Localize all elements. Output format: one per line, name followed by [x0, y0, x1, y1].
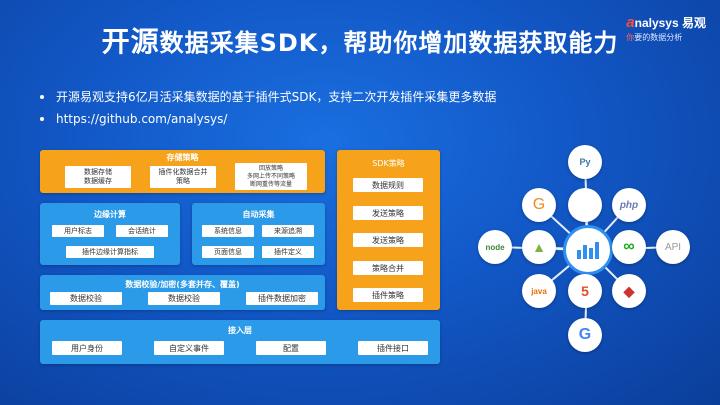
sdk-chip: 策略合并: [353, 261, 423, 275]
python-icon: Py: [568, 145, 602, 179]
slide-title: 开源数据采集SDK，帮助你增加数据获取能力: [0, 20, 720, 60]
access-chip: 插件接口: [358, 341, 428, 355]
google-icon: G: [568, 318, 602, 352]
miniapp-icon: ∞: [612, 230, 646, 264]
ruby-icon: ◆: [612, 274, 646, 308]
sdk-chip: 发送策略: [353, 206, 423, 220]
sdk-chip: 数据规则: [353, 178, 423, 192]
bullet-dot: [40, 95, 44, 99]
bullet-item: 开源易观支持6亿月活采集数据的基于插件式SDK，支持二次开发插件采集更多数据: [40, 86, 496, 108]
java-icon: java: [522, 274, 556, 308]
api-icon: API: [656, 230, 690, 264]
apple-icon: [568, 188, 602, 222]
title-prefix: 开源: [101, 25, 160, 58]
access-chip: 配置: [256, 341, 326, 355]
html5-icon: 5: [568, 274, 602, 308]
data-check-title: 数据校验/加密(多套并存、覆盖): [125, 280, 240, 289]
check-chip: 插件数据加密: [246, 292, 318, 305]
sdk-chip: 插件策略: [353, 288, 423, 302]
check-chip: 数据校验: [50, 292, 122, 305]
sdk-strategy-band: SDK策略 数据规则 发送策略 发送策略 策略合并 插件策略: [337, 150, 440, 310]
g-ring-icon: G: [522, 188, 556, 222]
auto-chip: 插件定义: [262, 246, 314, 258]
access-layer-band: 接入层 用户身份 自定义事件 配置 插件接口: [40, 320, 440, 364]
node-icon: node: [478, 230, 512, 264]
access-chip: 用户身份: [52, 341, 122, 355]
access-chip: 自定义事件: [154, 341, 224, 355]
edge-compute-title: 边缘计算: [94, 210, 126, 219]
analysys-hub-icon: [563, 225, 613, 275]
edge-compute-band: 边缘计算 用户标志 会话统计 插件边缘计算指标: [40, 203, 180, 265]
bar-chart-icon: [577, 242, 599, 259]
edge-chip: 会话统计: [116, 225, 168, 237]
storage-chip: 插件化数据合并 策略: [150, 166, 216, 188]
brand-tagline: 你要的数据分析: [626, 33, 683, 42]
title-rest: 数据采集SDK，帮助你增加数据获取能力: [159, 29, 619, 57]
bullet-item: https://github.com/analysys/: [40, 108, 496, 130]
edge-chip: 用户标志: [52, 225, 104, 237]
storage-strategy-band: 存储策略 数据存储 数据缓存 插件化数据合并 策略 回放策略 多网上传不同策略 …: [40, 150, 325, 193]
sdk-strategy-title: SDK策略: [372, 159, 405, 168]
github-link[interactable]: https://github.com/analysys/: [56, 112, 228, 126]
check-chip: 数据校验: [148, 292, 220, 305]
php-icon: php: [612, 188, 646, 222]
auto-chip: 系统信息: [202, 225, 254, 237]
access-layer-title: 接入层: [228, 326, 252, 335]
auto-chip: 页面信息: [202, 246, 254, 258]
android-icon: ▲: [522, 230, 556, 264]
brand-name: analysys 易观: [626, 14, 706, 31]
data-check-band: 数据校验/加密(多套并存、覆盖) 数据校验 数据校验 插件数据加密: [40, 275, 325, 310]
sdk-chip: 发送策略: [353, 233, 423, 247]
bullet-dot: [40, 117, 44, 121]
storage-chip: 数据存储 数据缓存: [65, 166, 131, 188]
brand-a: a: [626, 14, 635, 31]
auto-collect-band: 自动采集 系统信息 来源追溯 页面信息 插件定义: [192, 203, 325, 265]
brand-logo: analysys 易观 你要的数据分析: [626, 14, 706, 43]
bullet-list: 开源易观支持6亿月活采集数据的基于插件式SDK，支持二次开发插件采集更多数据 h…: [40, 86, 496, 130]
edge-chip: 插件边缘计算指标: [66, 246, 154, 258]
storage-strategy-title: 存储策略: [166, 153, 199, 162]
storage-chip: 回放策略 多网上传不同策略 断网重传等流量: [235, 163, 307, 190]
auto-chip: 来源追溯: [262, 225, 314, 237]
auto-collect-title: 自动采集: [242, 210, 275, 219]
